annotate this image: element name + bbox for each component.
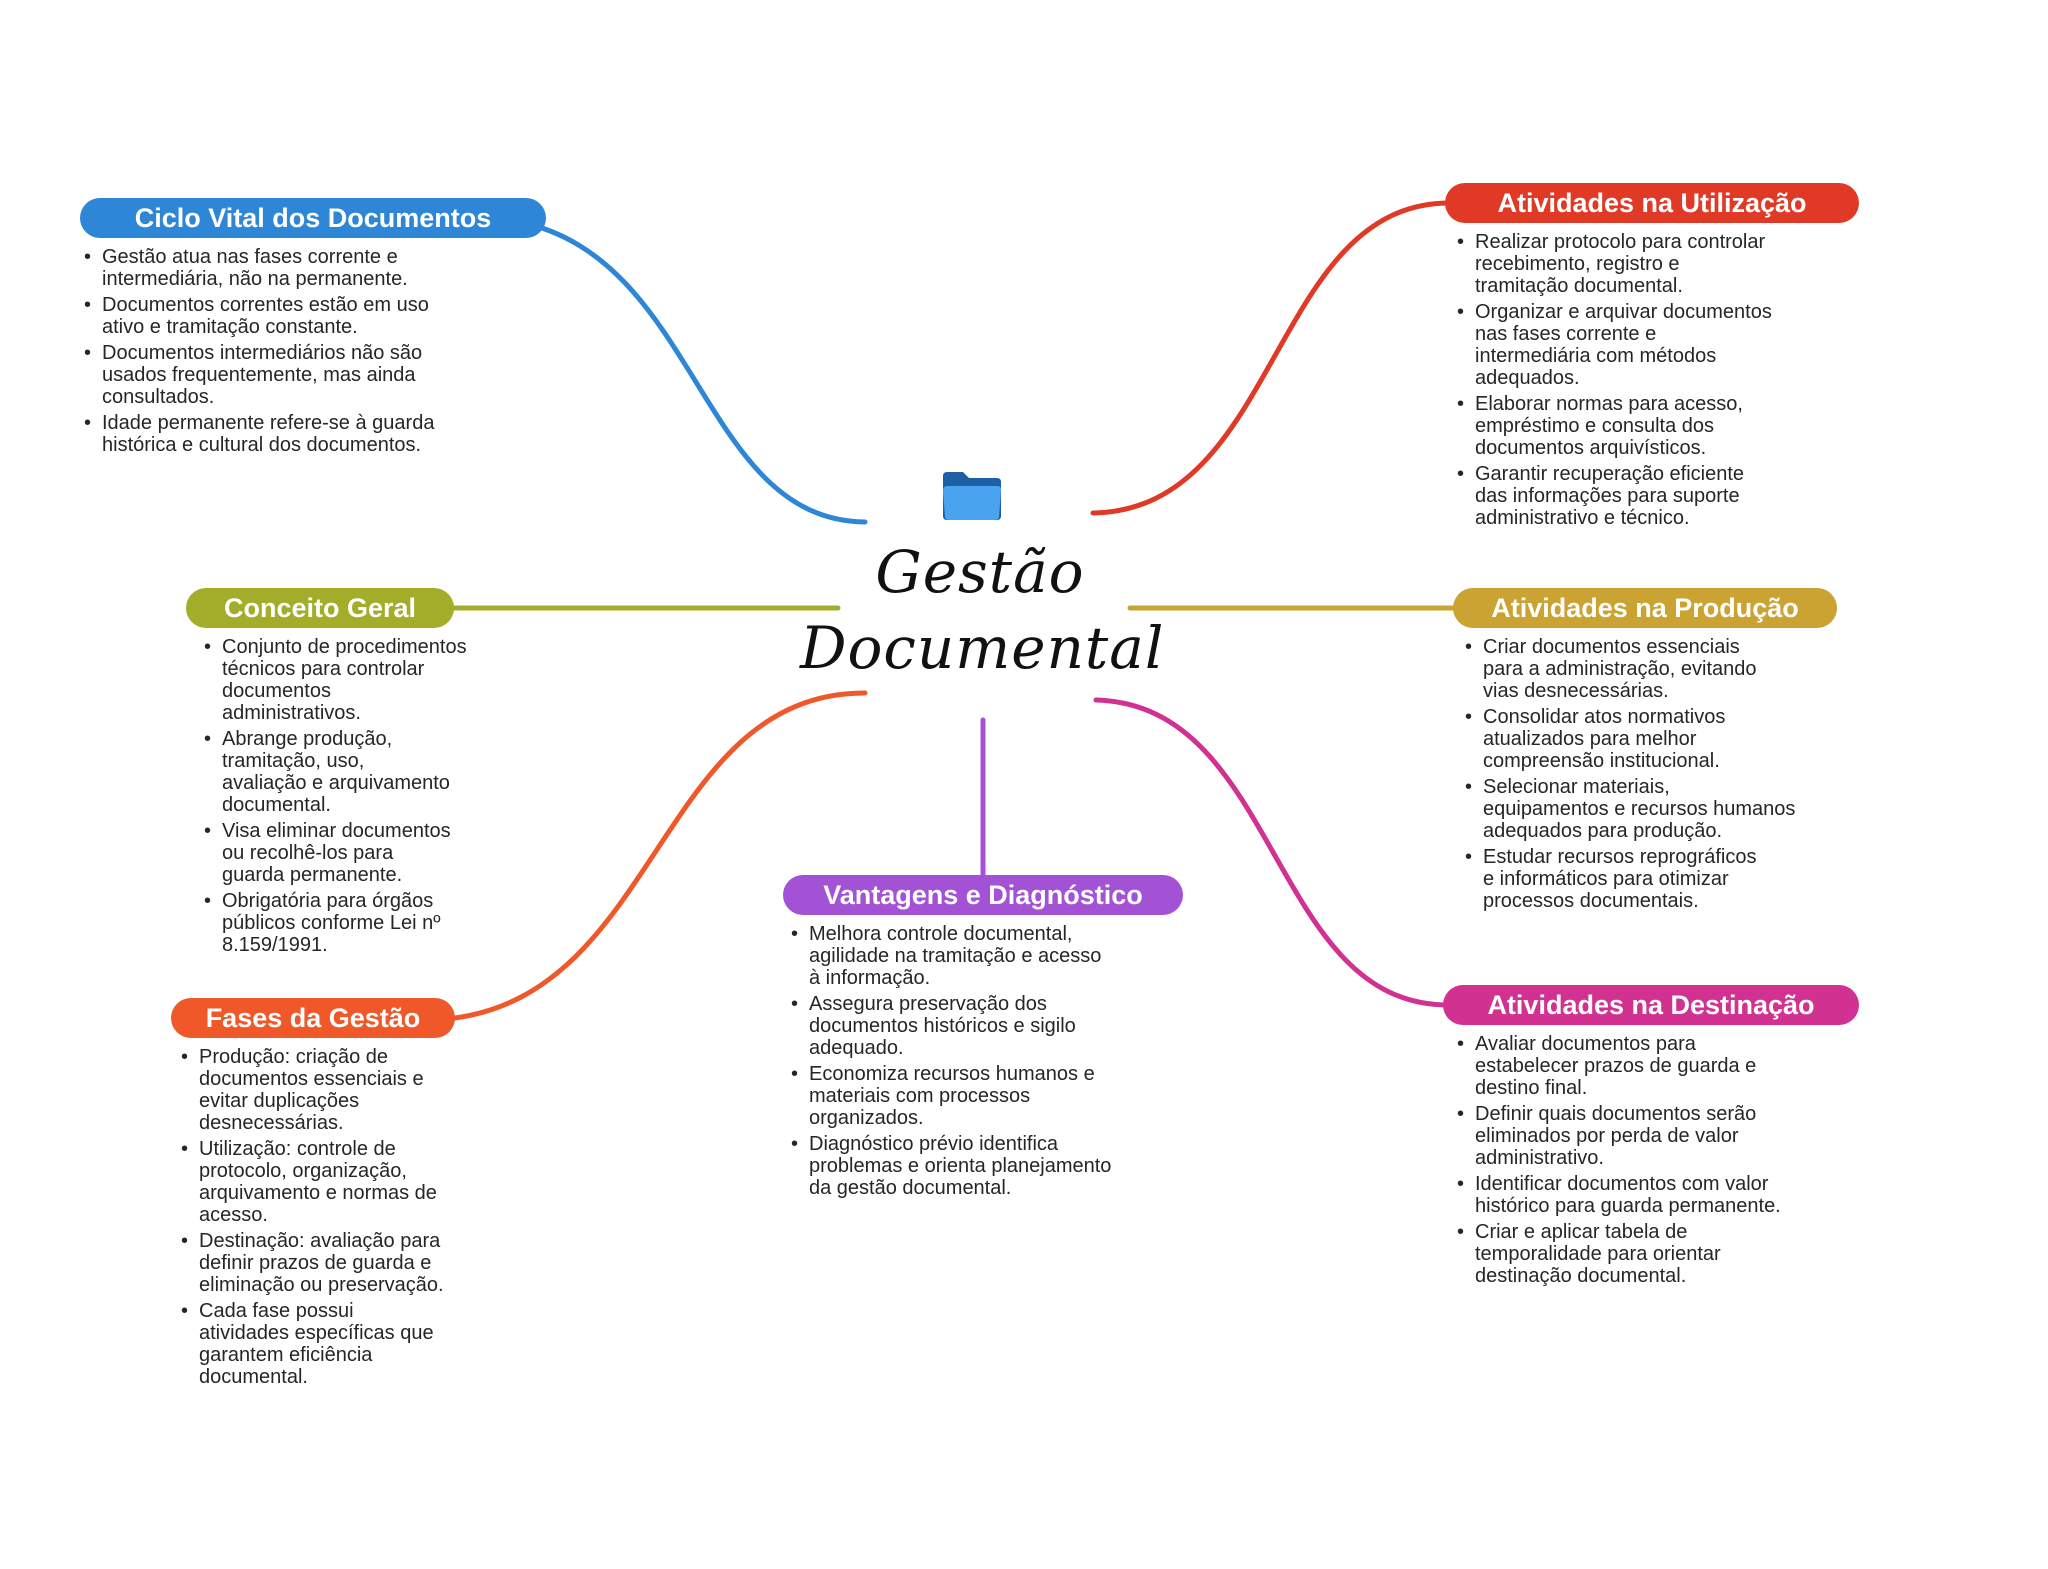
list-item: Abrange produção, tramitação, uso, avali… (200, 728, 516, 816)
list-item: Avaliar documentos para estabelecer praz… (1453, 1033, 1873, 1099)
list-item: Assegura preservação dos documentos hist… (787, 993, 1203, 1059)
list-item: Realizar protocolo para controlar recebi… (1453, 231, 1875, 297)
connector-ciclo (517, 219, 868, 525)
list-destinacao: Avaliar documentos para estabelecer praz… (1453, 1033, 1873, 1287)
branch-destinacao: Atividades na Destinação Avaliar documen… (1443, 985, 1873, 1291)
list-item: Consolidar atos normativos atualizados p… (1461, 706, 1873, 772)
branch-vantagens: Vantagens e Diagnóstico Melhora controle… (783, 875, 1203, 1203)
list-conceito: Conjunto de procedimentos técnicos para … (200, 636, 516, 956)
topic-pill-conceito[interactable]: Conceito Geral (186, 588, 454, 628)
list-item: Documentos correntes estão em uso ativo … (80, 294, 560, 338)
list-item: Idade permanente refere-se à guarda hist… (80, 412, 560, 456)
list-item: Documentos intermediários não são usados… (80, 342, 560, 408)
list-item: Definir quais documentos serão eliminado… (1453, 1103, 1873, 1169)
topic-pill-destinacao[interactable]: Atividades na Destinação (1443, 985, 1859, 1025)
topic-pill-ciclo[interactable]: Ciclo Vital dos Documentos (80, 198, 546, 238)
list-item: Conjunto de procedimentos técnicos para … (200, 636, 516, 724)
branch-fases: Fases da Gestão Produção: criação de doc… (171, 998, 511, 1392)
list-item: Elaborar normas para acesso, empréstimo … (1453, 393, 1875, 459)
list-ciclo: Gestão atua nas fases corrente e interme… (80, 246, 560, 456)
list-item: Visa eliminar documentos ou recolhê-los … (200, 820, 516, 886)
list-item: Utilização: controle de protocolo, organ… (177, 1138, 511, 1226)
folder-icon (943, 472, 1002, 520)
list-item: Garantir recuperação eficiente das infor… (1453, 463, 1875, 529)
list-utilizacao: Realizar protocolo para controlar recebi… (1453, 231, 1875, 529)
list-item: Diagnóstico prévio identifica problemas … (787, 1133, 1203, 1199)
branch-utilizacao: Atividades na Utilização Realizar protoc… (1445, 183, 1875, 533)
connector-destinacao (1093, 697, 1451, 1008)
topic-pill-fases[interactable]: Fases da Gestão (171, 998, 455, 1038)
list-vantagens: Melhora controle documental, agilidade n… (787, 923, 1203, 1199)
list-item: Estudar recursos reprográficos e informá… (1461, 846, 1873, 912)
list-item: Obrigatória para órgãos públicos conform… (200, 890, 516, 956)
list-item: Organizar e arquivar documentos nas fase… (1453, 301, 1875, 389)
list-item: Economiza recursos humanos e materiais c… (787, 1063, 1203, 1129)
topic-pill-vantagens[interactable]: Vantagens e Diagnóstico (783, 875, 1183, 915)
list-fases: Produção: criação de documentos essencia… (177, 1046, 511, 1388)
branch-ciclo: Ciclo Vital dos Documentos Gestão atua n… (80, 198, 560, 460)
central-topic: Gestão Documental (800, 470, 1165, 700)
list-item: Identificar documentos com valor históri… (1453, 1173, 1873, 1217)
central-title: Gestão Documental (800, 538, 1165, 682)
connector-utilizacao (1090, 200, 1451, 516)
list-item: Criar e aplicar tabela de temporalidade … (1453, 1221, 1873, 1287)
branch-conceito: Conceito Geral Conjunto de procedimentos… (186, 588, 516, 960)
list-item: Selecionar materiais, equipamentos e rec… (1461, 776, 1873, 842)
list-item: Destinação: avaliação para definir prazo… (177, 1230, 511, 1296)
topic-pill-producao[interactable]: Atividades na Produção (1453, 588, 1837, 628)
list-item: Gestão atua nas fases corrente e interme… (80, 246, 560, 290)
list-item: Cada fase possui atividades específicas … (177, 1300, 511, 1388)
list-item: Criar documentos essenciais para a admin… (1461, 636, 1873, 702)
branch-producao: Atividades na Produção Criar documentos … (1453, 588, 1873, 916)
list-producao: Criar documentos essenciais para a admin… (1461, 636, 1873, 912)
list-item: Produção: criação de documentos essencia… (177, 1046, 511, 1134)
list-item: Melhora controle documental, agilidade n… (787, 923, 1203, 989)
topic-pill-utilizacao[interactable]: Atividades na Utilização (1445, 183, 1859, 223)
connector-fases (452, 690, 868, 1021)
